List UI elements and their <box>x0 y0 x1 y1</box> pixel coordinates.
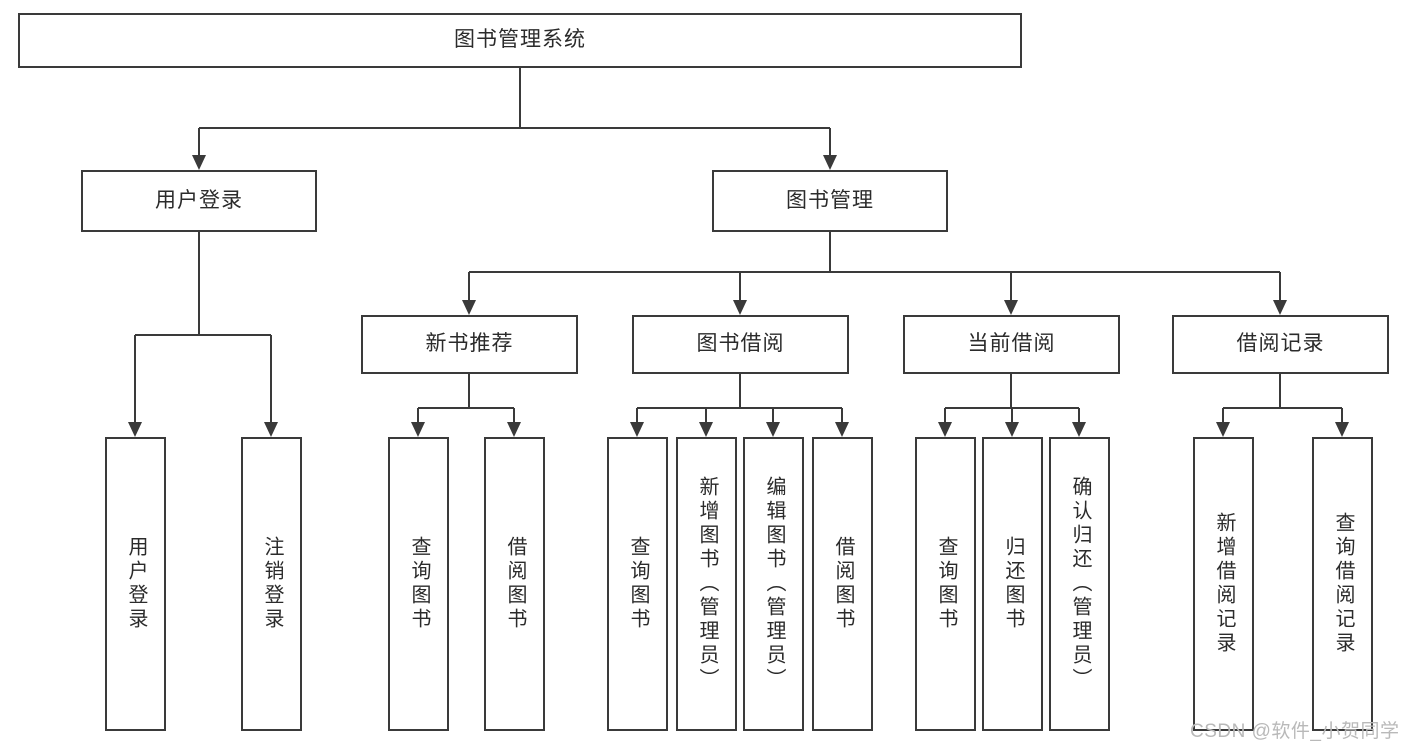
node-leaf-3-借阅图书[interactable]: 借阅图书 <box>484 437 545 731</box>
arrow-icon-leaf-0-1 <box>507 422 521 437</box>
node-leaf-5-新增图书-管理员-[interactable]: 新增图书（管理员） <box>676 437 737 731</box>
connector-vertical <box>1221 408 1225 423</box>
books-bus <box>469 270 1280 274</box>
arrow-icon-leaf-2-1 <box>1005 422 1019 437</box>
node-leaf-6-编辑图书-管理员-[interactable]: 编辑图书（管理员） <box>743 437 804 731</box>
connector-vertical <box>840 408 844 423</box>
node-label: 借阅图书 <box>504 536 526 632</box>
node-leaf-8-查询图书[interactable]: 查询图书 <box>915 437 976 731</box>
group-stem-2 <box>1009 374 1013 408</box>
node-label: 图书借阅 <box>696 332 785 356</box>
arrow-icon-books-0 <box>462 300 476 315</box>
connector-vertical <box>1077 408 1081 423</box>
group-bus-1 <box>637 406 842 410</box>
node-label: 图书管理系统 <box>454 28 586 52</box>
node-label: 编辑图书（管理员） <box>763 476 785 692</box>
root-stem <box>518 68 522 128</box>
group-bus-3 <box>1223 406 1342 410</box>
arrow-icon-leaf-1-2 <box>766 422 780 437</box>
arrow-icon-books-2 <box>1004 300 1018 315</box>
connector-vertical <box>512 408 516 423</box>
connector-vertical <box>269 335 273 423</box>
node-leaf-9-归还图书[interactable]: 归还图书 <box>982 437 1043 731</box>
node-leaf-12-查询借阅记录[interactable]: 查询借阅记录 <box>1312 437 1373 731</box>
node-leaf-1-注销登录[interactable]: 注销登录 <box>241 437 302 731</box>
node-level2-用户登录[interactable]: 用户登录 <box>81 170 317 232</box>
connector-vertical <box>467 272 471 301</box>
arrow-icon-leaf-1-3 <box>835 422 849 437</box>
node-label: 查询图书 <box>935 536 957 632</box>
node-leaf-11-新增借阅记录[interactable]: 新增借阅记录 <box>1193 437 1254 731</box>
node-label: 用户登录 <box>125 536 147 632</box>
connector-vertical <box>943 408 947 423</box>
node-leaf-2-查询图书[interactable]: 查询图书 <box>388 437 449 731</box>
login-stem <box>197 232 201 335</box>
node-label: 归还图书 <box>1002 536 1024 632</box>
group-bus-0 <box>418 406 514 410</box>
node-leaf-10-确认归还-管理员-[interactable]: 确认归还（管理员） <box>1049 437 1110 731</box>
arrow-icon-books-1 <box>733 300 747 315</box>
node-label: 查询图书 <box>627 536 649 632</box>
node-root-图书管理系统[interactable]: 图书管理系统 <box>18 13 1022 68</box>
arrow-icon-leaf-3-0 <box>1216 422 1230 437</box>
group-bus-2 <box>945 406 1079 410</box>
arrow-icon-login-0 <box>128 422 142 437</box>
connector-vertical <box>1340 408 1344 423</box>
connector-vertical <box>197 128 201 156</box>
arrow-icon-leaf-1-1 <box>699 422 713 437</box>
node-label: 新增图书（管理员） <box>696 476 718 692</box>
node-leaf-4-查询图书[interactable]: 查询图书 <box>607 437 668 731</box>
node-label: 借阅记录 <box>1236 332 1325 356</box>
books-stem <box>828 232 832 272</box>
group-stem-1 <box>738 374 742 408</box>
node-level3-新书推荐[interactable]: 新书推荐 <box>361 315 578 374</box>
node-label: 确认归还（管理员） <box>1069 476 1091 692</box>
node-label: 用户登录 <box>155 188 243 212</box>
node-label: 查询图书 <box>408 536 430 632</box>
node-label: 新增借阅记录 <box>1213 512 1235 656</box>
node-label: 当前借阅 <box>967 332 1056 356</box>
connector-vertical <box>704 408 708 423</box>
group-stem-3 <box>1278 374 1282 408</box>
connector-vertical <box>1010 408 1014 423</box>
arrow-icon-login-1 <box>264 422 278 437</box>
node-label: 图书管理 <box>786 188 874 212</box>
connector-vertical <box>1009 272 1013 301</box>
node-label: 新书推荐 <box>425 332 514 356</box>
node-leaf-7-借阅图书[interactable]: 借阅图书 <box>812 437 873 731</box>
login-bus <box>135 333 271 337</box>
connector-vertical <box>738 272 742 301</box>
group-stem-0 <box>467 374 471 408</box>
node-label: 查询借阅记录 <box>1332 512 1354 656</box>
arrow-icon-root-1 <box>823 155 837 170</box>
arrow-icon-root-0 <box>192 155 206 170</box>
connector-vertical <box>416 408 420 423</box>
arrow-icon-leaf-3-1 <box>1335 422 1349 437</box>
root-bus <box>199 126 830 130</box>
arrow-icon-leaf-0-0 <box>411 422 425 437</box>
node-leaf-0-用户登录[interactable]: 用户登录 <box>105 437 166 731</box>
connector-vertical <box>771 408 775 423</box>
node-level3-图书借阅[interactable]: 图书借阅 <box>632 315 849 374</box>
connector-vertical <box>133 335 137 423</box>
node-label: 注销登录 <box>261 536 283 632</box>
node-level3-当前借阅[interactable]: 当前借阅 <box>903 315 1120 374</box>
arrow-icon-leaf-2-0 <box>938 422 952 437</box>
arrow-icon-leaf-2-2 <box>1072 422 1086 437</box>
arrow-icon-leaf-1-0 <box>630 422 644 437</box>
connector-vertical <box>635 408 639 423</box>
node-level2-图书管理[interactable]: 图书管理 <box>712 170 948 232</box>
arrow-icon-books-3 <box>1273 300 1287 315</box>
node-label: 借阅图书 <box>832 536 854 632</box>
connector-vertical <box>1278 272 1282 301</box>
connector-vertical <box>828 128 832 156</box>
node-level3-借阅记录[interactable]: 借阅记录 <box>1172 315 1389 374</box>
